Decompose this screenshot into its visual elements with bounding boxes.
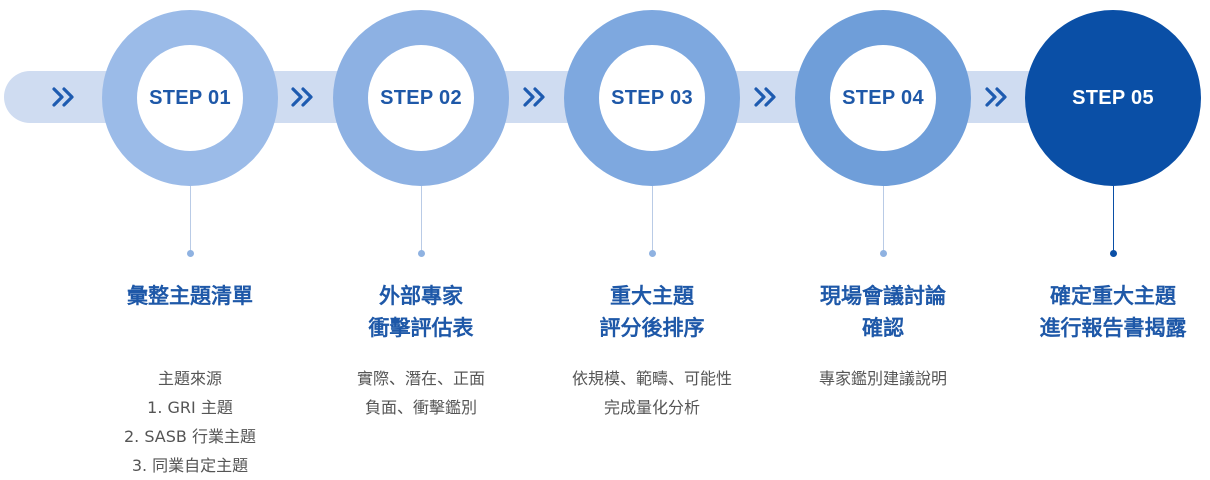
step-03-ring: STEP 03 [564, 10, 740, 186]
step-01-description: 主題來源 1. GRI 主題 2. SASB 行業主題 3. 同業自定主題 [90, 364, 290, 480]
step-05-title: 確定重大主題 進行報告書揭露 [1005, 280, 1210, 344]
step-02-inner: STEP 02 [368, 45, 474, 151]
step-03-title: 重大主題 評分後排序 [552, 280, 752, 344]
step-03-label: STEP 03 [611, 86, 693, 109]
step-01-inner: STEP 01 [137, 45, 243, 151]
step-03-inner: STEP 03 [599, 45, 705, 151]
step-03-description-line: 完成量化分析 [603, 398, 700, 417]
step-04-title-line: 現場會議討論 [820, 284, 946, 308]
step-05-circle: STEP 05 [1025, 10, 1201, 186]
step-02-title-line: 衝擊評估表 [368, 316, 474, 340]
step-01-title: 彙整主題清單 [90, 280, 290, 312]
step-04-description: 專家鑑別建議說明 [783, 364, 983, 393]
step-01-label: STEP 01 [149, 86, 231, 109]
double-chevron-right-icon [752, 84, 780, 110]
step-02-ring: STEP 02 [333, 10, 509, 186]
step-01-description-line: 2. SASB 行業主題 [124, 427, 256, 446]
step-03-description-line: 依規模、範疇、可能性 [571, 369, 732, 388]
double-chevron-right-icon [983, 84, 1011, 110]
step-03-title-line: 重大主題 [610, 284, 694, 308]
step-01-ring: STEP 01 [102, 10, 278, 186]
step-02-title: 外部專家 衝擊評估表 [321, 280, 521, 344]
step-01-title-line: 彙整主題清單 [127, 284, 253, 308]
step-05-connector-dot [1110, 250, 1117, 257]
step-03-title-line: 評分後排序 [599, 316, 705, 340]
step-02-description-line: 實際、潛在、正面 [356, 369, 485, 388]
step-05-title-line: 確定重大主題 [1050, 284, 1176, 308]
step-04-connector-dot [880, 250, 887, 257]
double-chevron-right-icon [521, 84, 549, 110]
step-02-label: STEP 02 [380, 86, 462, 109]
step-05-connector-line [1113, 186, 1114, 252]
step-04-inner: STEP 04 [830, 45, 936, 151]
step-03-description: 依規模、範疇、可能性 完成量化分析 [552, 364, 752, 422]
step-02-description: 實際、潛在、正面 負面、衝擊鑑別 [321, 364, 521, 422]
step-04-description-line: 專家鑑別建議說明 [818, 369, 947, 388]
step-05-label: STEP 05 [1072, 86, 1154, 109]
step-01-description-line: 主題來源 [157, 369, 222, 388]
step-04-title-line: 確認 [862, 316, 904, 340]
step-04-ring: STEP 04 [795, 10, 971, 186]
step-02-title-line: 外部專家 [379, 284, 463, 308]
step-03-connector-dot [649, 250, 656, 257]
step-02-connector-line [421, 186, 422, 252]
step-04-connector-line [883, 186, 884, 252]
step-02-description-line: 負面、衝擊鑑別 [364, 398, 477, 417]
double-chevron-right-icon [289, 84, 317, 110]
step-02-connector-dot [418, 250, 425, 257]
step-04-label: STEP 04 [842, 86, 924, 109]
step-01-description-line: 1. GRI 主題 [147, 398, 233, 417]
step-01-description-line: 3. 同業自定主題 [131, 456, 249, 475]
step-01-connector-line [190, 186, 191, 252]
step-05-title-line: 進行報告書揭露 [1039, 316, 1187, 340]
step-03-connector-line [652, 186, 653, 252]
double-chevron-right-icon [50, 84, 78, 110]
step-04-title: 現場會議討論 確認 [783, 280, 983, 344]
step-01-connector-dot [187, 250, 194, 257]
